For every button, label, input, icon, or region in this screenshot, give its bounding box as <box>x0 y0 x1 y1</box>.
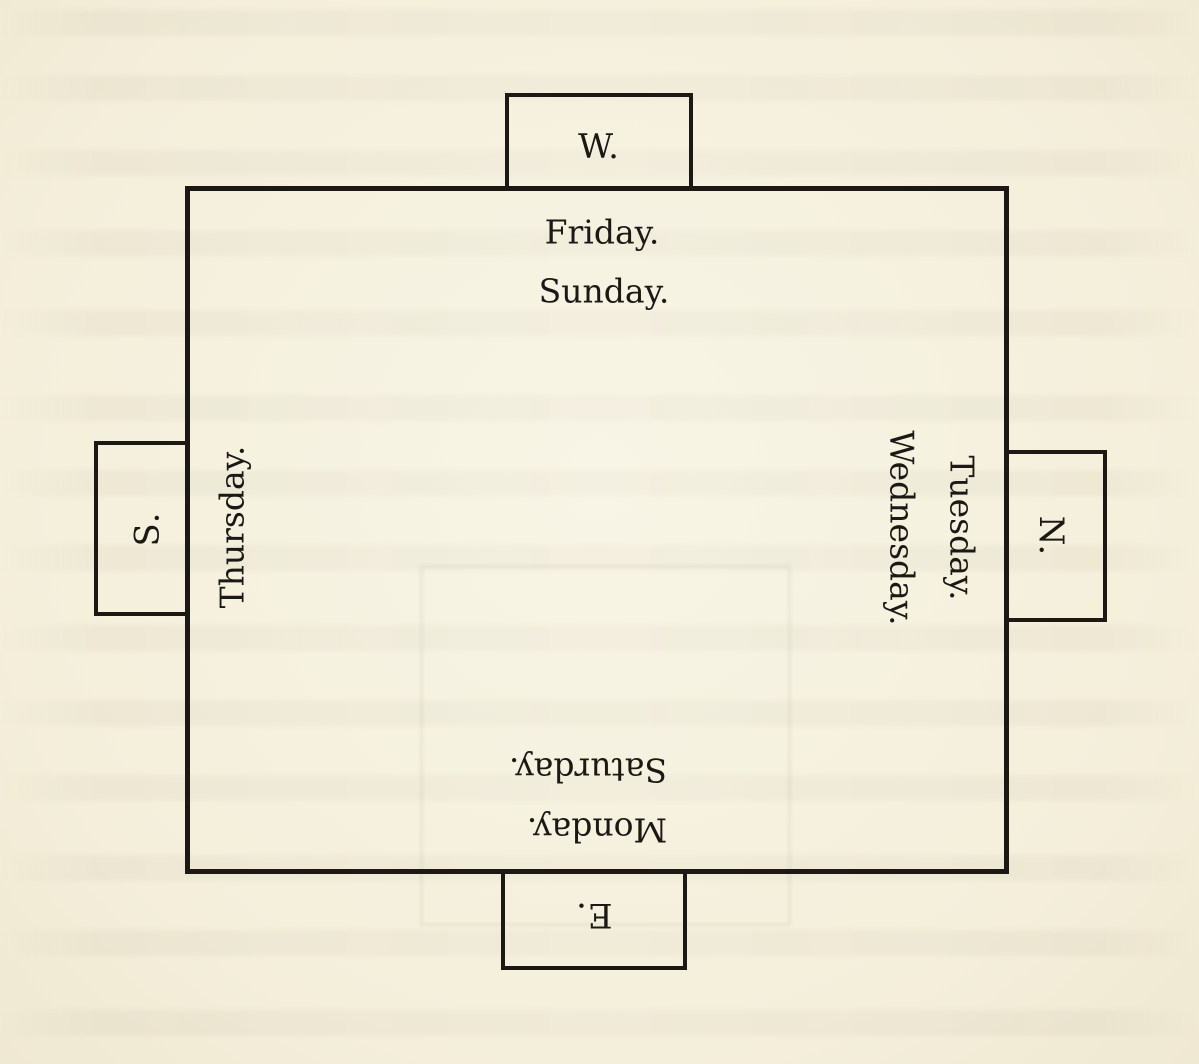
bleed-through-text <box>0 775 1199 801</box>
day-label-tuesday: Tuesday. <box>942 455 982 601</box>
day-label-saturday: Saturday. <box>508 750 668 790</box>
direction-label-west: W. <box>578 127 620 167</box>
bleed-through-text <box>0 395 1199 421</box>
bleed-through-text <box>0 310 1199 336</box>
table-outline <box>185 186 1009 874</box>
bleed-through-text <box>0 545 1199 571</box>
direction-label-south: S. <box>126 511 167 546</box>
seat-box-west: W. <box>505 93 693 191</box>
direction-label-north: N. <box>1030 515 1071 557</box>
bleed-through-text <box>0 1010 1199 1036</box>
bleed-through-text <box>0 700 1199 726</box>
bleed-through-text <box>0 10 1199 36</box>
bleed-through-text <box>0 855 1199 881</box>
direction-label-east: E. <box>575 895 613 935</box>
seat-box-east: E. <box>501 870 687 970</box>
bleed-through-figure <box>420 565 791 926</box>
seat-box-north: N. <box>1005 450 1107 622</box>
day-label-thursday: Thursday. <box>212 445 252 609</box>
day-label-wednesday: Wednesday. <box>882 430 922 626</box>
day-label-monday: Monday. <box>526 810 668 850</box>
day-label-sunday: Sunday. <box>538 271 670 311</box>
bleed-through-text <box>0 150 1199 176</box>
day-label-friday: Friday. <box>544 212 660 252</box>
bleed-through-text <box>0 230 1199 256</box>
seat-box-south: S. <box>94 441 190 616</box>
bleed-through-text <box>0 470 1199 496</box>
bleed-through-text <box>0 930 1199 956</box>
bleed-through-text <box>0 625 1199 651</box>
